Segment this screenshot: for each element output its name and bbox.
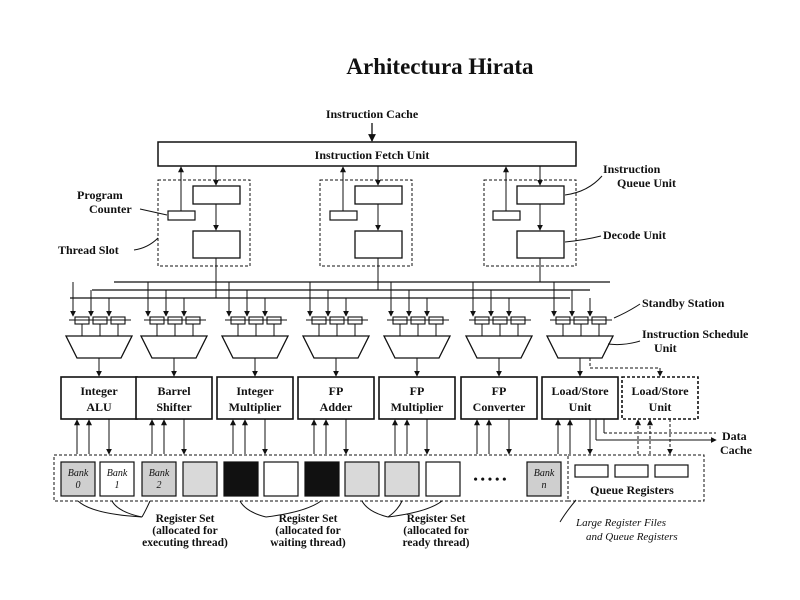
queue-registers-label: Queue Registers <box>590 483 674 497</box>
instruction-queue-box <box>192 185 241 205</box>
register-set-callouts <box>77 499 577 523</box>
schedule-unit <box>220 335 290 359</box>
functional-unit-box <box>460 376 538 420</box>
dispatch-bus <box>70 281 610 299</box>
queue-registers: Queue Registers <box>574 464 689 497</box>
register-bank <box>384 461 420 497</box>
register-bank <box>182 461 218 497</box>
standby-station-label: Standby Station <box>642 296 725 310</box>
schedule-unit <box>139 335 209 359</box>
schedule-unit <box>382 335 452 359</box>
register-bank <box>141 461 177 497</box>
data-cache-label: Data Cache <box>720 429 753 457</box>
standby-stations <box>64 282 663 377</box>
schedule-unit <box>64 335 134 359</box>
thread-slot-2 <box>319 166 413 290</box>
register-bank <box>99 461 135 497</box>
queue-register-area <box>567 454 705 502</box>
register-bank <box>60 461 96 497</box>
instruction-cache-label: Instruction Cache <box>326 107 419 121</box>
program-counter-box <box>167 210 196 221</box>
functional-unit-box <box>541 376 619 420</box>
register-bank <box>304 461 340 497</box>
decode-unit-label: Decode Unit <box>603 228 666 242</box>
ellipsis-dots: • • • • • <box>473 472 506 486</box>
instruction-schedule-unit-label: Instruction Schedule Unit <box>642 327 751 355</box>
register-bank <box>425 461 461 497</box>
schedule-unit <box>464 335 534 359</box>
register-bank <box>223 461 259 497</box>
thread-slot-label: Thread Slot <box>58 243 119 257</box>
instruction-fetch-unit-label: Instruction Fetch Unit <box>315 148 430 162</box>
functional-unit-box <box>60 376 138 420</box>
register-bank <box>526 461 562 497</box>
schedule-unit <box>545 335 615 359</box>
functional-unit-box <box>216 376 294 420</box>
register-bank <box>344 461 380 497</box>
schedule-unit <box>301 335 371 359</box>
functional-unit-box <box>297 376 375 420</box>
program-counter-label: Program Counter <box>77 188 132 216</box>
thread-slot-1 <box>157 166 251 298</box>
register-bank <box>263 461 299 497</box>
thread-slot-3 <box>483 166 577 282</box>
instruction-queue-unit-label: Instruction Queue Unit <box>603 162 676 190</box>
page-title: Arhitectura Hirata <box>346 54 534 79</box>
functional-unit-box <box>621 376 699 420</box>
instruction-fetch-unit <box>157 141 577 167</box>
functional-unit-box <box>378 376 456 420</box>
large-register-files-label: Large Register Files and Queue Registers <box>575 517 678 543</box>
functional-unit-box <box>135 376 213 420</box>
decode-box <box>192 230 241 259</box>
